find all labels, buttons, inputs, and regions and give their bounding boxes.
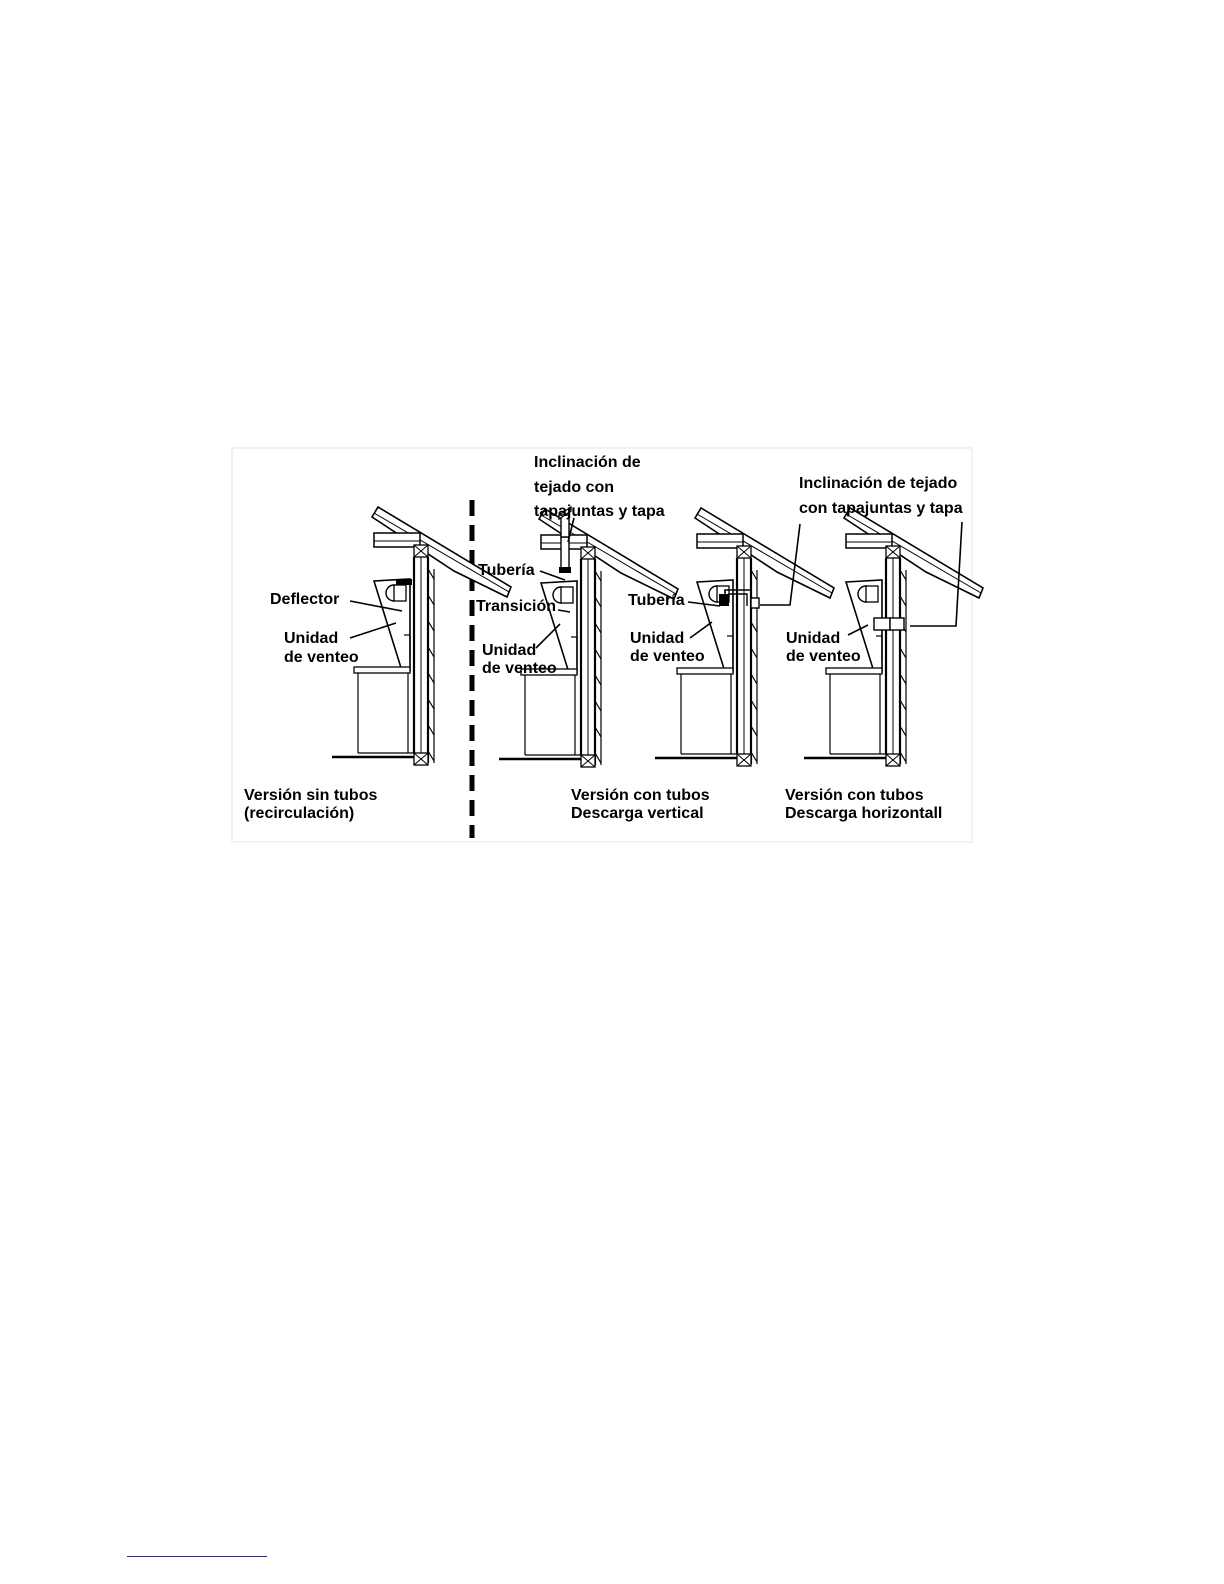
- unit-label-line1: Unidad: [284, 630, 338, 647]
- pipe-label: Tubería: [628, 592, 685, 609]
- unit-label-line2: de venteo: [786, 648, 861, 665]
- roof-label-line3: tapajuntas y tapa: [534, 503, 665, 520]
- roof-label-line2: tejado con: [534, 479, 614, 496]
- caption-line2: Descarga horizontall: [785, 805, 942, 822]
- roof-label-line1: Inclinación de: [534, 454, 641, 471]
- unit-label-line2: de venteo: [284, 649, 359, 666]
- caption-line1: Versión con tubos: [571, 787, 710, 804]
- unit-label-line1: Unidad: [482, 642, 536, 659]
- unit-label-line2: de venteo: [630, 648, 705, 665]
- caption-line2: (recirculación): [244, 805, 354, 822]
- footnote-separator: [127, 1556, 267, 1557]
- panel-horizontal-pipe: [653, 506, 836, 768]
- roof-label-right-line1: Inclinación de tejado: [799, 475, 957, 492]
- caption-line2: Descarga vertical: [571, 805, 704, 822]
- panel-vertical: [497, 505, 680, 769]
- caption-line1: Versión sin tubos: [244, 787, 377, 804]
- unit-label-line1: Unidad: [786, 630, 840, 647]
- unit-label-line2: de venteo: [482, 660, 557, 677]
- deflector-label: Deflector: [270, 591, 339, 608]
- caption-line1: Versión con tubos: [785, 787, 924, 804]
- roof-label-right-line2: con tapajuntas y tapa: [799, 500, 963, 517]
- panel-recirculation: [330, 505, 513, 767]
- pipe-label: Tubería: [478, 562, 535, 579]
- panel-horizontal: [802, 506, 985, 768]
- transition-label: Transición: [476, 598, 556, 615]
- unit-label-line1: Unidad: [630, 630, 684, 647]
